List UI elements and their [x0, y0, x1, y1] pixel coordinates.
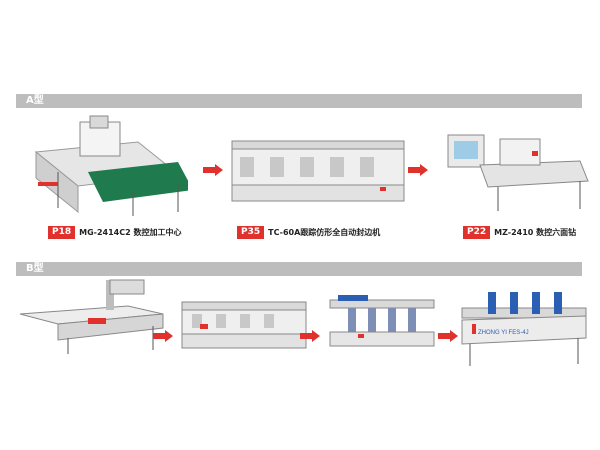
right-arrow-icon [408, 164, 428, 176]
right-arrow-icon [438, 330, 458, 342]
caption-cnc-machining-center: P18 MG-2414C2 数控加工中心 [48, 226, 181, 239]
edge-banding-machine-image [231, 140, 405, 202]
section-a-header: A型 [16, 94, 582, 108]
right-arrow-icon [153, 330, 173, 342]
cnc-machining-center-image [34, 115, 188, 216]
caption-edge-banding-machine: P35 TC-60A跟踪仿形全自动封边机 [237, 226, 380, 239]
section-b-label: B型 [26, 263, 44, 274]
edge-banding-machine-b-image [181, 301, 307, 349]
panel-saw-image [19, 279, 164, 354]
page-tag: P22 [463, 226, 491, 239]
right-arrow-icon [203, 164, 223, 176]
page-tag: P35 [237, 226, 265, 239]
caption-text: MZ-2410 数控六面钻 [494, 228, 577, 237]
six-side-drill-image [447, 134, 589, 211]
section-a-label: A型 [26, 95, 44, 106]
page-tag: P18 [48, 226, 76, 239]
multi-row-drill-image [329, 295, 435, 347]
caption-six-side-drill: P22 MZ-2410 数控六面钻 [463, 226, 576, 239]
multi-row-drill-large-image: ZHONG YI FES-4J [461, 292, 587, 366]
section-b-header: B型 [16, 262, 582, 276]
machine-marking: ZHONG YI FES-4J [478, 330, 529, 336]
right-arrow-icon [300, 330, 320, 342]
caption-text: MG-2414C2 数控加工中心 [79, 228, 182, 237]
caption-text: TC-60A跟踪仿形全自动封边机 [268, 228, 381, 237]
